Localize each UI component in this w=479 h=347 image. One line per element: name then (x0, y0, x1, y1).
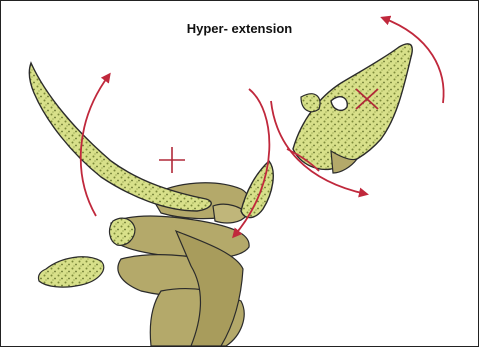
dens-peg (241, 161, 273, 218)
rotation-axis-marker-left (159, 147, 185, 173)
mandible-lip (301, 94, 320, 112)
transverse-process-fragment (38, 257, 103, 287)
